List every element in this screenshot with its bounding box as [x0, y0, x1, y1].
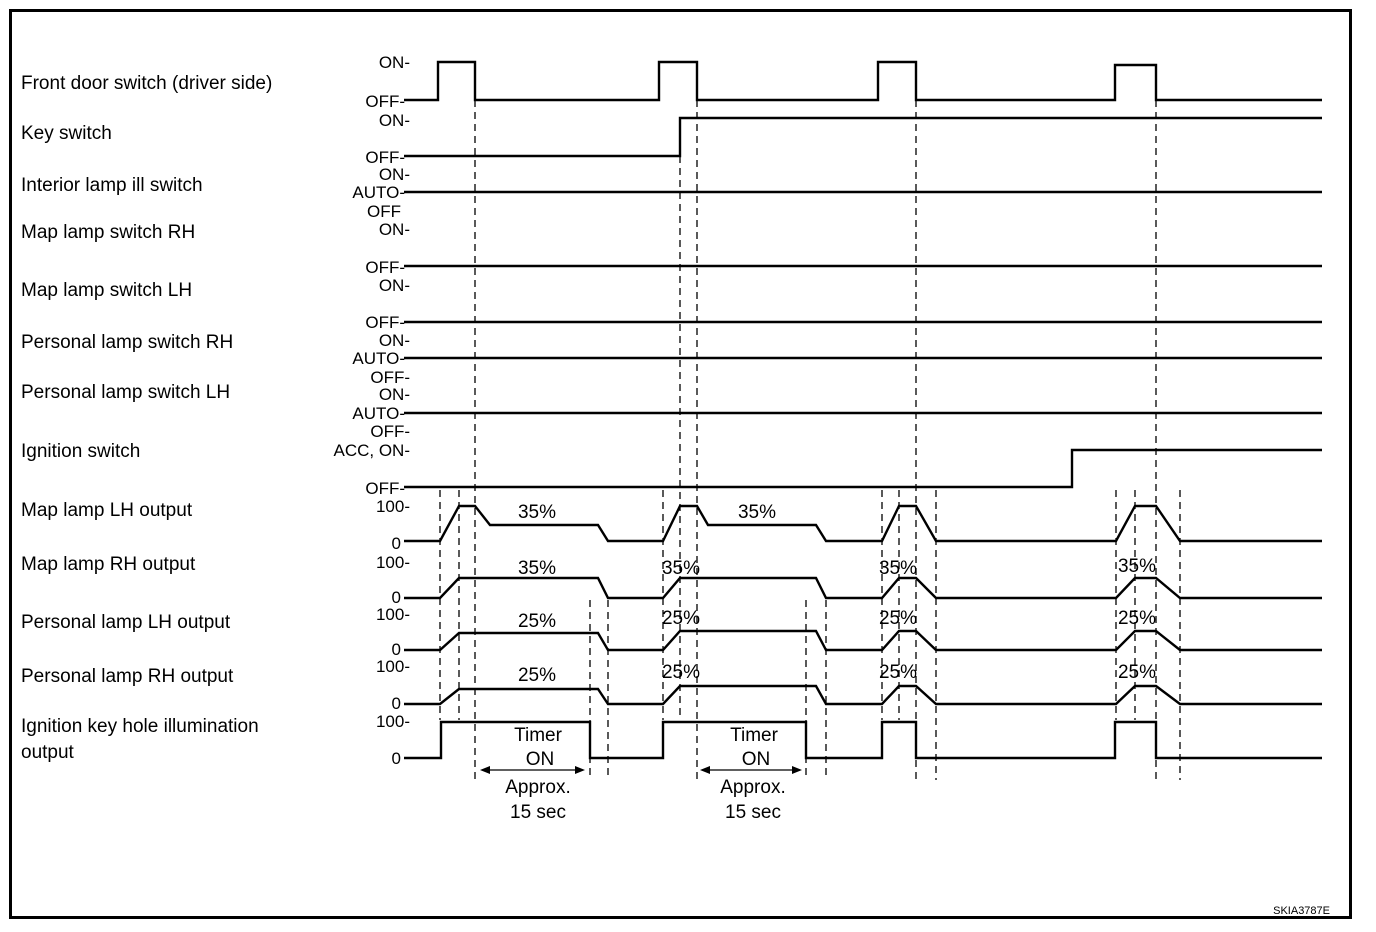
dim-map-rh-1: 35% [518, 558, 556, 579]
label-ignition-key-hole-output-2: output [21, 742, 75, 763]
duration-label-1: 15 sec [510, 802, 566, 823]
label-ignition-key-hole-output: Ignition key hole illumination [21, 716, 259, 737]
level-map-lh-100: 100- [376, 497, 410, 516]
wave-ignition-key-hole-output [404, 720, 1322, 760]
level-front-door-on: ON- [379, 53, 410, 72]
level-pers-rh-on: ON- [379, 331, 410, 350]
dim-map-lh-1: 35% [518, 502, 556, 523]
level-pers-lh-on: ON- [379, 385, 410, 404]
wave-map-lamp-rh-output [404, 576, 1322, 600]
level-map-rh-off: OFF- [365, 258, 405, 277]
approx-label-1: Approx. [505, 777, 570, 798]
level-interior-off: OFF [367, 202, 401, 221]
waveforms [404, 60, 1322, 760]
level-map-rh-on: ON- [379, 220, 410, 239]
level-key-off: OFF- [365, 148, 405, 167]
level-map-rh-0: 0 [392, 588, 401, 607]
level-pers-lh-100: 100- [376, 605, 410, 624]
label-personal-lamp-rh-output: Personal lamp RH output [21, 666, 234, 687]
dim-pers-lh-2: 25% [662, 608, 700, 629]
wave-map-lamp-lh-output [404, 504, 1322, 543]
diagram-frame [9, 9, 1352, 919]
wave-front-door-switch [404, 60, 1322, 102]
level-pers-lh-off: OFF- [370, 422, 410, 441]
label-personal-lamp-switch-lh: Personal lamp switch LH [21, 382, 230, 403]
level-map-lh-off: OFF- [365, 313, 405, 332]
level-map-lh-0: 0 [392, 534, 401, 553]
label-map-lamp-lh-output: Map lamp LH output [21, 500, 193, 521]
approx-label-2: Approx. [720, 777, 785, 798]
wave-ignition-switch [404, 448, 1322, 489]
timer-annotations: Timer ON Timer ON Approx. 15 sec Approx.… [480, 725, 802, 823]
wave-key-switch [404, 116, 1322, 158]
dim-pers-lh-3: 25% [879, 608, 917, 629]
reference-dashes [439, 100, 1181, 780]
label-map-lamp-rh-output: Map lamp RH output [21, 554, 196, 575]
level-pers-lh-auto: AUTO- [352, 404, 405, 423]
timer-on-label-2: ON [742, 749, 771, 770]
dim-map-rh-2: 35% [662, 558, 700, 579]
wave-personal-lamp-rh-output [404, 684, 1322, 706]
label-key-switch: Key switch [21, 123, 112, 144]
level-key-on: ON- [379, 111, 410, 130]
timer-label-2: Timer [730, 725, 779, 746]
label-interior-lamp-ill-switch: Interior lamp ill switch [21, 175, 203, 196]
duration-label-2: 15 sec [725, 802, 781, 823]
dim-pers-rh-3: 25% [879, 662, 917, 683]
label-ignition-switch: Ignition switch [21, 441, 140, 462]
level-pers-rh-auto: AUTO- [352, 349, 405, 368]
level-front-door-off: OFF- [365, 92, 405, 111]
level-pers-lh-0: 0 [392, 640, 401, 659]
dim-pers-rh-4: 25% [1118, 662, 1156, 683]
level-ign-off: OFF- [365, 479, 405, 498]
level-map-lh-on: ON- [379, 276, 410, 295]
dim-pers-rh-2: 25% [662, 662, 700, 683]
dim-map-lh-2: 35% [738, 502, 776, 523]
level-labels: ON- OFF- ON- OFF- ON- AUTO- OFF ON- OFF-… [334, 53, 411, 768]
label-map-lamp-switch-lh: Map lamp switch LH [21, 280, 192, 301]
level-ignkey-0: 0 [392, 749, 401, 768]
dimming-labels: 35% 35% 35% 35% 35% 35% 25% 25% 25% 25% … [518, 502, 1156, 686]
label-personal-lamp-switch-rh: Personal lamp switch RH [21, 332, 233, 353]
dim-pers-rh-1: 25% [518, 665, 556, 686]
level-pers-rh-off: OFF- [370, 368, 410, 387]
signal-labels: Front door switch (driver side) Key swit… [21, 73, 272, 763]
dim-pers-lh-1: 25% [518, 611, 556, 632]
label-front-door-switch: Front door switch (driver side) [21, 73, 272, 94]
level-pers-rh-100: 100- [376, 657, 410, 676]
dim-pers-lh-4: 25% [1118, 608, 1156, 629]
figure-id: SKIA3787E [1273, 905, 1330, 917]
timer-label-1: Timer [514, 725, 563, 746]
label-personal-lamp-lh-output: Personal lamp LH output [21, 612, 231, 633]
level-ignkey-100: 100- [376, 712, 410, 731]
level-ign-acc-on: ACC, ON- [334, 441, 411, 460]
dim-map-rh-4: 35% [1118, 556, 1156, 577]
level-map-rh-100: 100- [376, 553, 410, 572]
dim-map-rh-3: 35% [879, 558, 917, 579]
timer-on-label-1: ON [526, 749, 555, 770]
label-map-lamp-switch-rh: Map lamp switch RH [21, 222, 195, 243]
level-interior-auto: AUTO- [352, 183, 405, 202]
level-pers-rh-0: 0 [392, 694, 401, 713]
wave-personal-lamp-lh-output [404, 629, 1322, 652]
level-interior-on: ON- [379, 165, 410, 184]
